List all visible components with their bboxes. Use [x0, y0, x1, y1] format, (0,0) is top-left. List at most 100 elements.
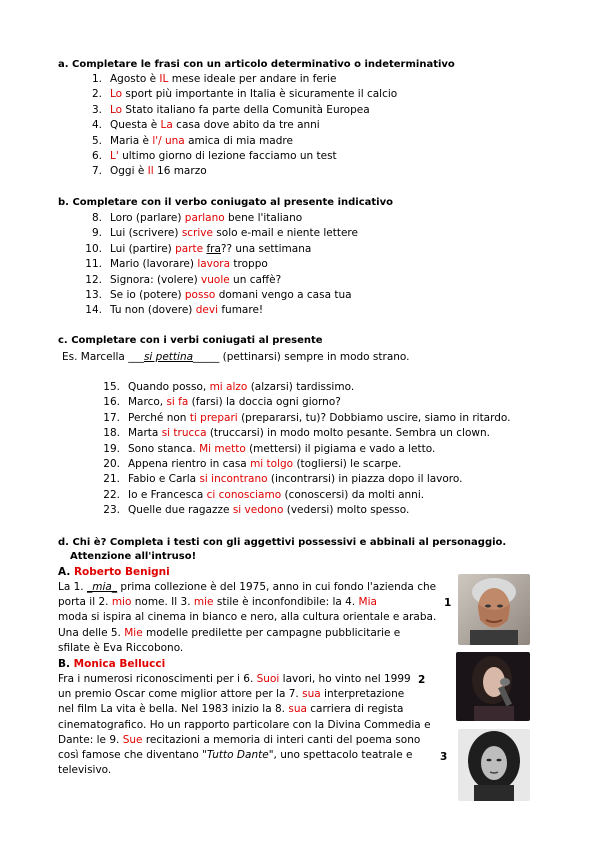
text-line: nel film La vita è bella. Nel 1983 inizi… — [58, 702, 403, 716]
item-text-before: Io e Francesca — [128, 488, 207, 501]
exercise-item: 13.Se io (potere) posso domani vengo a c… — [80, 288, 352, 302]
item-answer: si vedono — [232, 504, 284, 517]
item-text-before: Sono stanca. — [128, 442, 200, 455]
item-text-after: (truccarsi) in modo molto pesante. Sembr… — [206, 427, 490, 440]
item-answer: l'/ una — [152, 134, 185, 147]
item-text-before: Perché non — [128, 411, 190, 424]
photo-number-3: 3 — [440, 751, 448, 763]
item-text-before: Quando posso, — [128, 381, 210, 393]
item-text-after: (conoscersi) da molti anni. — [281, 488, 425, 501]
text-line: Fra i numerosi riconoscimenti per i 6. S… — [58, 672, 411, 686]
item-number: 11. — [85, 258, 102, 271]
text-segment: un premio Oscar come miglior attore per … — [58, 688, 303, 701]
item-answer: Il — [147, 165, 154, 178]
item-number: 15. — [103, 381, 120, 393]
item-text-before: Marco, — [128, 396, 167, 409]
item-answer: vuole — [201, 273, 230, 286]
text-segment: ", uno spettacolo teatrale e — [268, 749, 413, 761]
item-answer: devi — [195, 304, 218, 317]
item-answer: Lo — [110, 88, 123, 101]
item-text-after: sport più importante in Italia è sicuram… — [122, 88, 398, 101]
exercise-item: 12.Signora: (volere) vuole un caffè? — [80, 273, 281, 287]
item-answer: si fa — [166, 396, 189, 409]
item-number: 14. — [85, 304, 102, 317]
text-segment: Dante: le 9. — [58, 733, 123, 746]
example-prefix: Es. Marcella — [62, 351, 129, 363]
section-c-title: c. Completare con i verbi coniugati al p… — [58, 335, 323, 346]
item-text-before: Agosto è — [110, 73, 160, 85]
text-segment: modelle predilette per campagne pubblici… — [142, 626, 401, 639]
section-a-title: a. Completare le frasi con un articolo d… — [58, 59, 455, 70]
possessive-answer: sua — [302, 688, 321, 701]
text-segment: prima collezione è del 1975, anno in cui… — [117, 581, 437, 593]
item-number: 22. — [103, 488, 120, 501]
item-answer: ci conosciamo — [206, 488, 282, 501]
item-text-after: (incontrarsi) in piazza dopo il lavoro. — [267, 473, 463, 486]
text-a-name: Roberto Benigni — [73, 566, 170, 578]
item-text-after: (farsi) la doccia ogni giorno? — [188, 396, 341, 409]
exercise-item: 21.Fabio e Carla si incontrano (incontra… — [80, 472, 462, 486]
item-answer: IL — [159, 73, 169, 85]
exercise-item: 5.Maria è l'/ una amica di mia madre — [80, 134, 293, 148]
example-suffix: (pettinarsi) sempre in modo strano. — [219, 351, 410, 363]
example-blank-before: ___ — [128, 351, 144, 363]
exercise-item: 23.Quelle due ragazze si vedono (vedersi… — [80, 503, 409, 517]
text-segment: nome. Il 3. — [131, 596, 194, 609]
item-answer: lavora — [197, 258, 231, 271]
section-b-title: b. Completare con il verbo coniugato al … — [58, 197, 393, 208]
item-number: 13. — [85, 289, 102, 301]
exercise-item: 16.Marco, si fa (farsi) la doccia ogni g… — [80, 395, 341, 409]
item-answer: ti prepari — [189, 411, 238, 424]
exercise-item: 6.L' ultimo giorno di lezione facciamo u… — [80, 149, 337, 163]
item-text-before: Tu non (dovere) — [110, 304, 196, 317]
item-text-after: bene l'italiano — [224, 212, 303, 224]
text-line: Una delle 5. Mie modelle predilette per … — [58, 626, 400, 640]
exercise-item: 19.Sono stanca. Mi metto (mettersi) il p… — [80, 442, 435, 456]
text-segment: televisivo. — [58, 764, 112, 777]
item-text-before: Fabio e Carla — [128, 473, 200, 486]
text-segment: nel film La vita è bella. Nel 1983 inizi… — [58, 703, 289, 716]
item-number: 3. — [91, 103, 102, 116]
item-number: 8. — [91, 212, 102, 224]
text-segment: La 1. — [58, 581, 87, 593]
item-text-after: (prepararsi, tu)? Dobbiamo uscire, siamo… — [237, 411, 511, 424]
text-segment: stile è inconfondibile: la 4. — [213, 596, 359, 609]
item-text-before: Oggi è — [110, 165, 148, 178]
exercise-item: 20.Appena rientro in casa mi tolgo (togl… — [80, 457, 401, 471]
item-text-before: Questa è — [110, 119, 161, 132]
item-number: 10. — [85, 242, 102, 255]
text-a-label: A. — [58, 566, 74, 578]
item-number: 23. — [103, 504, 120, 517]
text-segment: porta il 2. — [58, 596, 112, 609]
item-answer: si incontrano — [199, 473, 268, 486]
example-answer: _mia_ — [86, 581, 118, 593]
item-text-after: (mettersi) il pigiama e vado a letto. — [245, 442, 436, 455]
item-text-after: (alzarsi) tardissimo. — [247, 381, 355, 393]
exercise-item: 15.Quando posso, mi alzo (alzarsi) tardi… — [80, 380, 354, 394]
item-answer-extra: fra — [206, 242, 221, 255]
item-number: 12. — [85, 273, 102, 286]
item-text-after: domani vengo a casa tua — [215, 289, 352, 301]
item-text-before: Se io (potere) — [110, 289, 185, 301]
text-segment: moda si ispira al cinema in bianco e ner… — [58, 611, 437, 624]
item-text-after: troppo — [230, 258, 268, 271]
item-text-after: Stato italiano fa parte della Comunità E… — [122, 103, 370, 116]
text-a-heading: A. Roberto Benigni — [58, 565, 170, 579]
item-text-before: Appena rientro in casa — [128, 458, 251, 470]
exercise-item: 2.Lo sport più importante in Italia è si… — [80, 87, 397, 101]
item-answer: Mi metto — [199, 442, 246, 455]
exercise-item: 8.Loro (parlare) parlano bene l'italiano — [80, 211, 302, 225]
item-text-after: (togliersi) le scarpe. — [293, 458, 402, 470]
item-answer: L' — [110, 150, 119, 162]
text-b-name: Monica Bellucci — [73, 658, 166, 670]
possessive-answer: Mia — [358, 596, 377, 609]
photo-1-man-portrait — [458, 574, 530, 645]
text-segment: sfilate è Eva Riccobono. — [58, 641, 184, 654]
item-text-after: solo e-mail e niente lettere — [212, 227, 358, 240]
item-answer: parte — [175, 242, 204, 255]
text-segment: cinematografico. Ho un rapporto particol… — [58, 718, 431, 731]
photo-number-2: 2 — [418, 674, 426, 686]
item-answer: Lo — [110, 103, 123, 116]
photo-3-woman-portrait — [458, 729, 530, 801]
text-line: così famose che diventano "Tutto Dante",… — [58, 748, 412, 762]
